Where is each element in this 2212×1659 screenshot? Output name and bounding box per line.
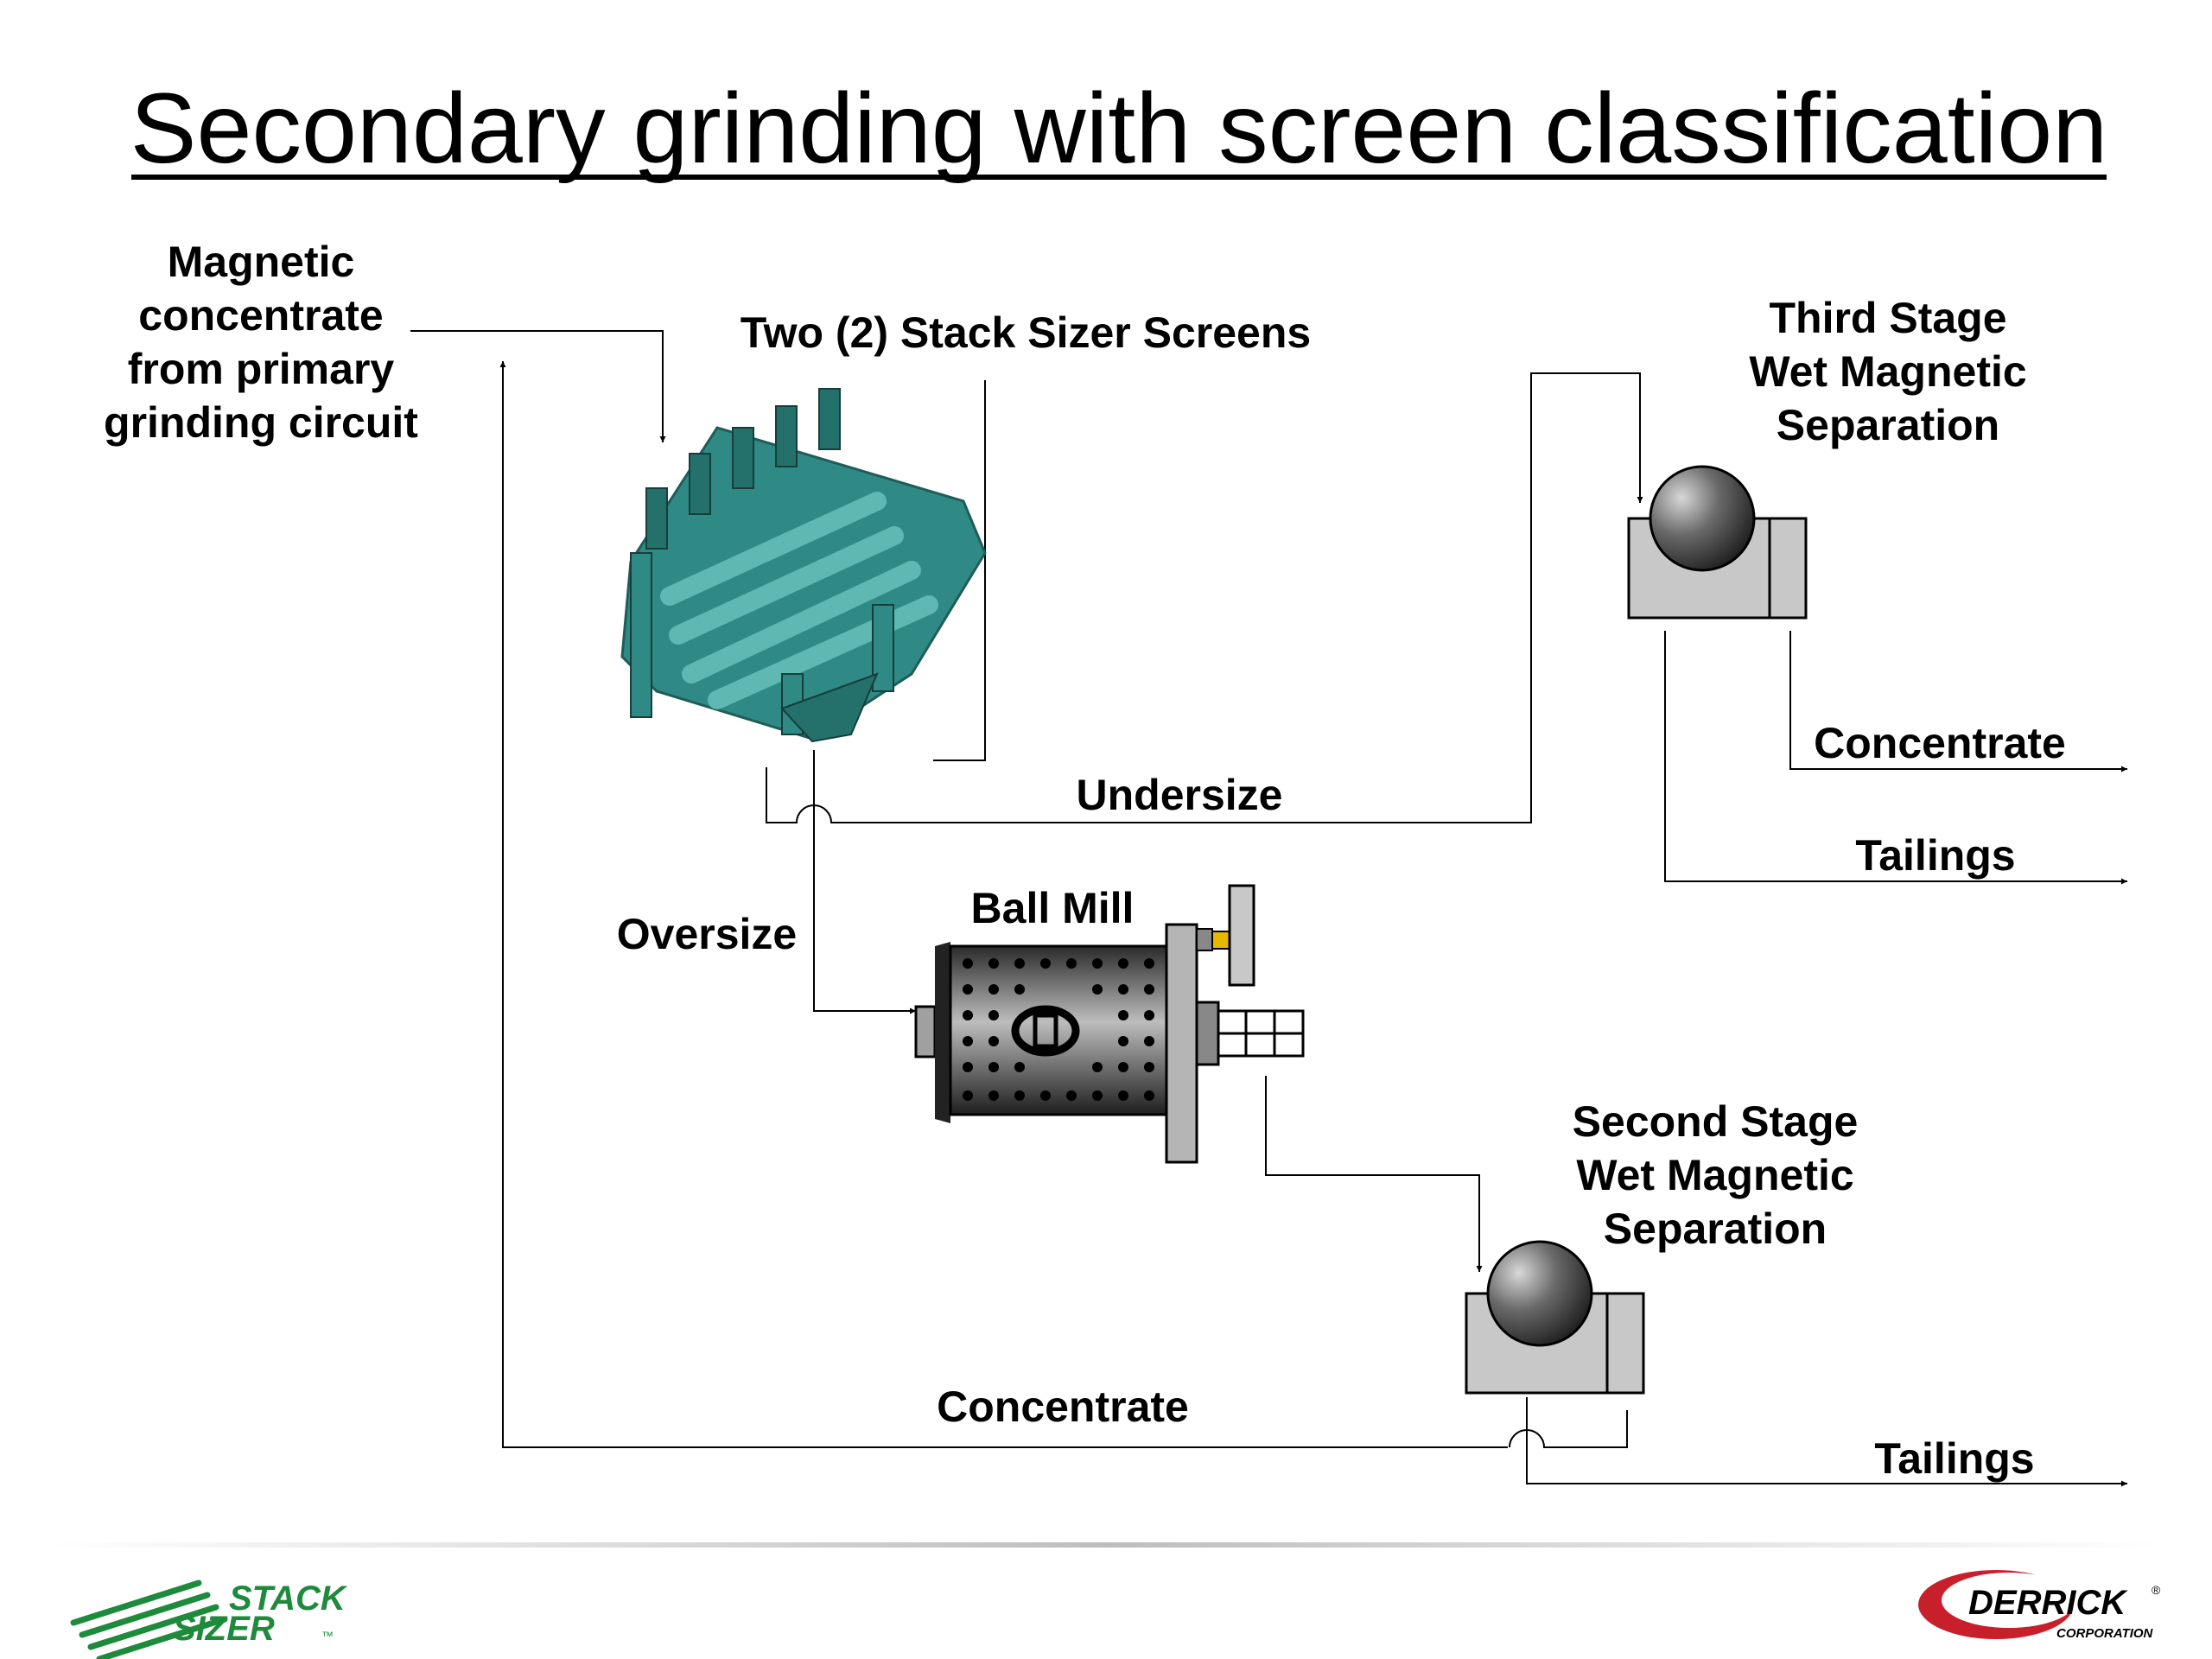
stack-sizer-logo-line-2: SIZER — [173, 1610, 275, 1648]
mill-discharge-line — [1265, 1076, 1483, 1272]
oversize-line — [813, 750, 916, 1014]
ball-mill-image — [914, 884, 1305, 1164]
page-title: Secondary grinding with screen classific… — [130, 73, 2107, 184]
undersize-line — [766, 372, 1643, 823]
feed-label: Magnetic concentrate from primary grindi… — [104, 238, 418, 447]
second-tailings-label: Tailings — [1874, 1434, 2034, 1483]
stack-sizer-logo-line-1: STACK — [229, 1580, 348, 1618]
derrick-logo-registered: ® — [2152, 1583, 2161, 1597]
third-tailings-label: Tailings — [1855, 831, 2015, 880]
undersize-label: Undersize — [1077, 771, 1283, 819]
third-concentrate-arrow — [1789, 631, 2127, 772]
second-tailings-arrow — [1526, 1410, 2127, 1487]
screens-label: Two (2) Stack Sizer Screens — [741, 308, 1311, 357]
stack-sizer-stripes — [70, 1580, 228, 1659]
second-stage-label-line-3: Separation — [1604, 1205, 1827, 1253]
second-stage-label-line-1: Second Stage — [1573, 1097, 1859, 1146]
third-tailings-arrow — [1664, 631, 2127, 885]
recycle-concentrate-line — [499, 361, 1508, 1448]
derrick-logo-text: DERRICK — [1968, 1584, 2128, 1622]
third-stage-label-line-1: Third Stage — [1769, 294, 2006, 342]
stack-sizer-screens-image — [620, 380, 987, 761]
feed-arrow — [410, 330, 666, 442]
feed-label-line-1: Magnetic — [168, 238, 355, 286]
third-stage-label-line-3: Separation — [1777, 401, 1999, 449]
third-stage-label: Third Stage Wet Magnetic Separation — [1749, 294, 2026, 449]
feed-label-line-3: from primary — [128, 345, 395, 393]
oversize-label: Oversize — [617, 910, 797, 958]
footer-divider — [52, 1542, 2160, 1548]
derrick-logo: DERRICK ® CORPORATION — [1918, 1570, 2161, 1641]
second-concentrate-label: Concentrate — [937, 1382, 1189, 1431]
ball-mill-label: Ball Mill — [971, 884, 1135, 932]
derrick-logo-subtitle: CORPORATION — [2056, 1626, 2154, 1641]
second-stage-label-line-2: Wet Magnetic — [1576, 1151, 1853, 1199]
stack-sizer-logo: STACK SIZER ™ — [70, 1580, 348, 1659]
second-stage-separator — [1465, 1240, 1645, 1395]
feed-label-line-2: concentrate — [138, 291, 383, 340]
second-concentrate-outlet — [1509, 1397, 1528, 1448]
stack-sizer-logo-tm: ™ — [321, 1629, 334, 1643]
third-concentrate-label: Concentrate — [1814, 719, 2066, 767]
third-stage-label-line-2: Wet Magnetic — [1749, 347, 2026, 396]
third-stage-separator — [1627, 465, 1808, 620]
second-stage-label: Second Stage Wet Magnetic Separation — [1573, 1097, 1859, 1253]
feed-label-line-4: grinding circuit — [104, 398, 418, 447]
flow-lines — [410, 330, 2127, 1487]
